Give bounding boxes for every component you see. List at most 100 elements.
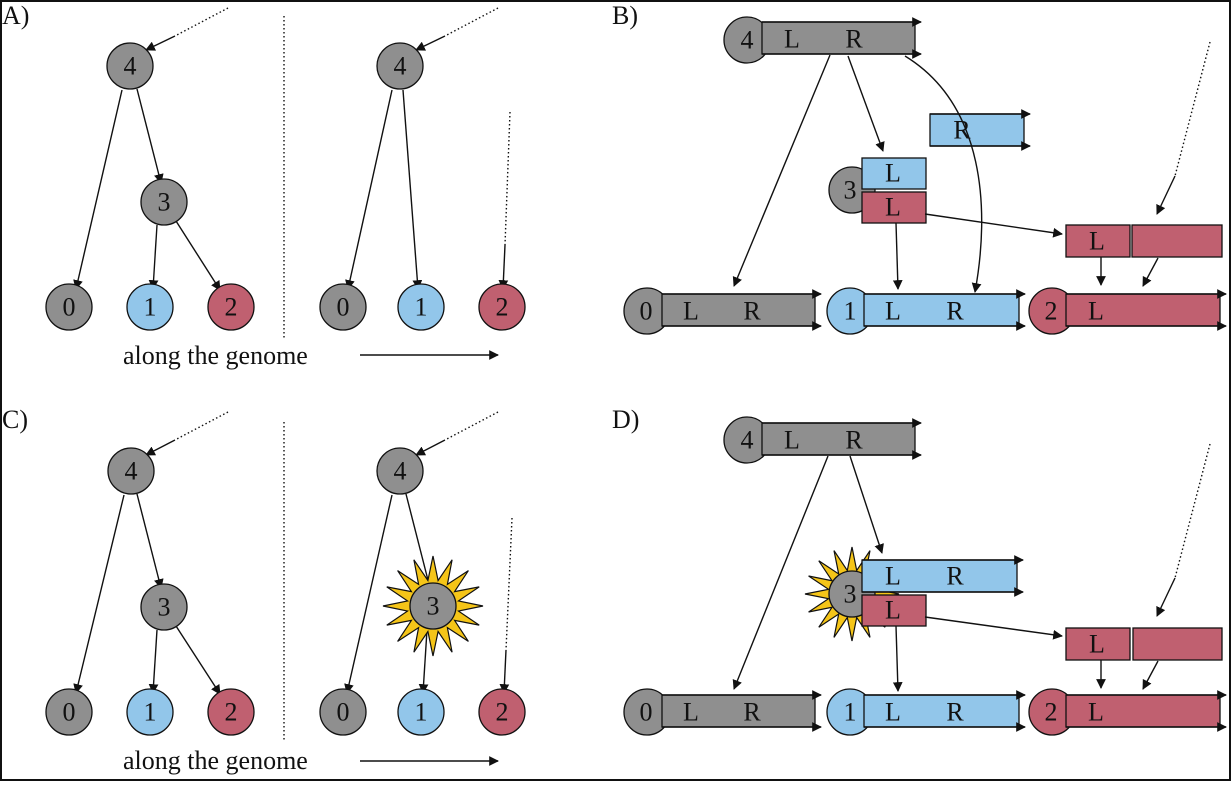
node-0 [319, 283, 367, 331]
segment-right-label: R [845, 426, 863, 455]
tree-edge-3-2 [175, 625, 221, 695]
segment-bar [1131, 224, 1223, 258]
segment-left-label: L [885, 297, 901, 326]
genome-caption: along the genome [123, 746, 308, 775]
node-3-label: 3 [427, 592, 440, 621]
node-2 [207, 283, 255, 331]
segment-bar [863, 694, 1020, 728]
panel-b-label: B) [612, 1, 638, 30]
incoming-edge [1156, 577, 1176, 617]
lineage-edge [892, 625, 903, 692]
tree-edge-4-3 [405, 493, 433, 589]
incoming-edge [498, 244, 509, 290]
node-4 [376, 42, 424, 90]
segment-bar [863, 293, 1020, 327]
lineage-edge [732, 455, 829, 690]
segment-bar [929, 113, 1025, 147]
panel-b: B) 4 L R R 3 L L L [612, 1, 1227, 335]
segment-left-label: L [885, 698, 901, 727]
node-0-label: 0 [640, 297, 653, 326]
incoming-edge [415, 439, 446, 456]
lineage-edge [1142, 660, 1159, 690]
segment-left-label: L [683, 698, 699, 727]
node-3-label: 3 [158, 188, 171, 217]
panel-a-label: A) [2, 1, 29, 30]
incoming-dotted-edge [1174, 443, 1211, 579]
node-1 [126, 688, 174, 736]
node-0-label: 0 [337, 698, 350, 727]
segment-left-label: L [885, 596, 901, 625]
incoming-dotted-edge [444, 411, 499, 441]
node-4-label: 4 [394, 457, 407, 486]
lineage-edge [904, 55, 983, 293]
segment-right-label: R [946, 698, 964, 727]
segment-bar [1065, 627, 1131, 661]
node-0 [45, 688, 93, 736]
lineage-edge [849, 455, 884, 554]
tree-edge-4-1 [402, 89, 423, 290]
lineage-edge [1142, 257, 1159, 287]
panel-a: A) 4 3 0 1 2 4 0 1 2 a [2, 1, 526, 370]
incoming-dotted-edge [444, 7, 499, 37]
node-3 [409, 582, 457, 630]
node-2-label: 2 [496, 293, 509, 322]
incoming-edge [145, 35, 176, 51]
node-0-label: 0 [640, 698, 653, 727]
tree-edge-4-0 [344, 494, 393, 694]
segment-right-label: R [743, 297, 761, 326]
segment-left-label: L [1088, 297, 1104, 326]
node-3-label: 3 [844, 176, 857, 205]
node-2-label: 2 [225, 698, 238, 727]
tree-edge-3-2 [175, 220, 221, 291]
lineage-edge [892, 222, 903, 290]
tree-edge-4-3 [136, 493, 164, 589]
tree-edge-4-3 [136, 88, 164, 184]
node-2 [207, 688, 255, 736]
segment-left-label: L [1089, 630, 1105, 659]
segment-right-label: R [946, 297, 964, 326]
segment-right-label: R [946, 562, 964, 591]
node-1-label: 1 [144, 698, 157, 727]
tree-edge-3-1 [148, 224, 159, 290]
segment-left-label: L [683, 297, 699, 326]
segment-right-label: R [845, 25, 863, 54]
tree-edge-4-0 [73, 494, 125, 694]
segment-bar [1065, 293, 1221, 327]
node-3 [140, 178, 188, 226]
node-0 [319, 688, 367, 736]
node-2-label: 2 [496, 698, 509, 727]
node-0 [45, 283, 93, 331]
incoming-edge [499, 649, 510, 694]
node-1-label: 1 [844, 297, 857, 326]
segment-right-label: R [743, 698, 761, 727]
segment-bar [761, 422, 916, 456]
node-2-label: 2 [1045, 297, 1058, 326]
segment-left-label: L [1088, 698, 1104, 727]
incoming-edge [145, 439, 176, 456]
lineage-edge [924, 213, 1063, 238]
node-4-label: 4 [741, 26, 754, 55]
node-3 [140, 583, 188, 631]
segment-bar [1065, 694, 1221, 728]
node-4-label: 4 [394, 52, 407, 81]
segment-bar [1132, 627, 1223, 661]
node-4 [107, 447, 155, 495]
segment-right-label: R [953, 116, 971, 145]
node-2-label: 2 [1045, 698, 1058, 727]
incoming-dotted-edge [174, 7, 229, 37]
lineage-edge [847, 55, 885, 152]
segment-left-label: L [885, 193, 901, 222]
tree-edge-4-0 [345, 89, 393, 290]
node-1-label: 1 [844, 698, 857, 727]
segment-bar [1065, 224, 1131, 258]
node-3-label: 3 [158, 593, 171, 622]
node-1 [397, 283, 445, 331]
incoming-dotted-edge [174, 411, 229, 441]
node-4-label: 4 [124, 52, 137, 81]
node-1-label: 1 [415, 698, 428, 727]
node-1 [126, 283, 174, 331]
panel-c: C) 4 3 0 1 2 4 3 0 1 2 [2, 405, 526, 775]
